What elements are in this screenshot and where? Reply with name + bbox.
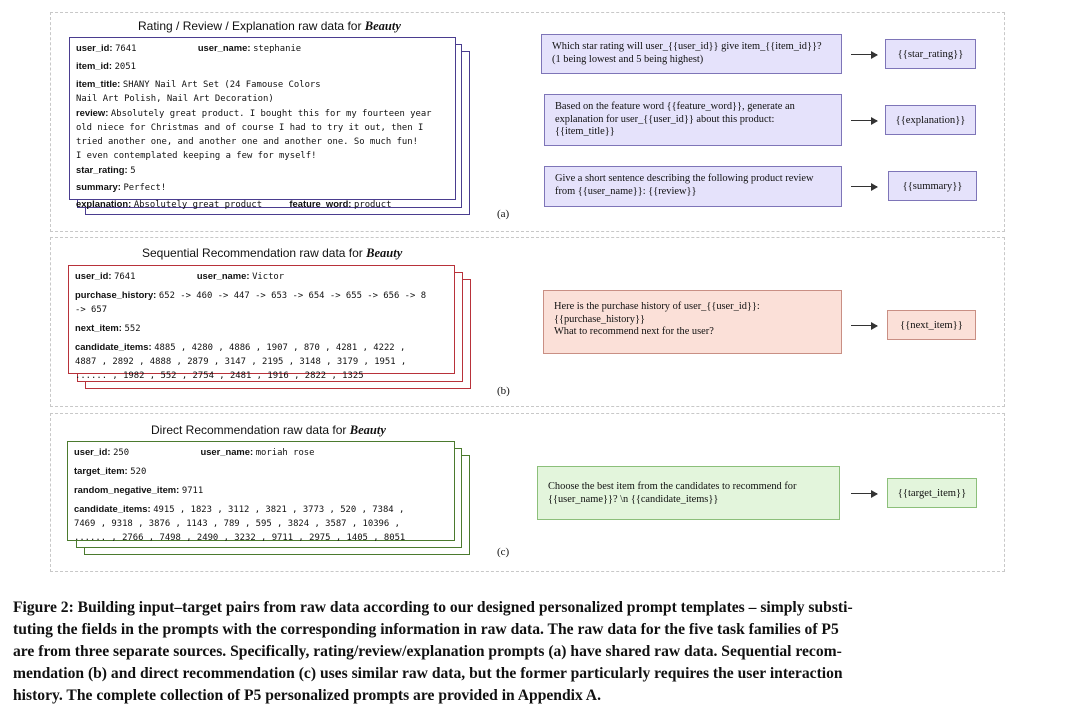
figure-caption: Figure 2: Building input–target pairs fr… — [13, 597, 1068, 707]
panel-a-title: Rating / Review / Explanation raw data f… — [138, 19, 401, 33]
field-item-title: item_title: SHANY Nail Art Set (24 Famou… — [76, 78, 321, 90]
caption-line-1: Figure 2: Building input–target pairs fr… — [13, 599, 853, 616]
field-candidate-line2: 7469 , 9318 , 3876 , 1143 , 789 , 595 , … — [74, 519, 400, 529]
field-purchase-history-cont: -> 657 — [75, 305, 108, 315]
panel-a-title-emph: Beauty — [364, 19, 401, 33]
field-user-name-key: user_name — [197, 42, 248, 53]
target-next-item: {{next_item}} — [887, 310, 976, 340]
field-feature-word-key: feature_word — [289, 198, 349, 209]
arrow-star-rating — [851, 49, 878, 60]
panel-b-label: (b) — [497, 385, 510, 397]
field-explanation: explanation: Absolutely great product fe… — [76, 198, 392, 210]
field-random-negative-item: random_negative_item: 9711 — [74, 484, 204, 496]
target-summary: {{summary}} — [888, 171, 977, 201]
field-user-name-value: Victor — [252, 272, 285, 282]
field-feature-word-value: product — [354, 200, 392, 210]
field-review-line3: tried another one, and another one and a… — [76, 137, 418, 147]
target-star-rating: {{star_rating}} — [885, 39, 976, 69]
field-review: review: Absolutely great product. I boug… — [76, 107, 432, 119]
field-user-id: user_id: 7641 user_name: Victor — [75, 270, 285, 282]
panel-c-label: (c) — [497, 546, 510, 558]
field-item-id: item_id: 2051 — [76, 60, 136, 72]
prompt-summary: Give a short sentence describing the fol… — [544, 166, 842, 207]
panel-c-title-emph: Beauty — [349, 423, 386, 437]
caption-line-3: are from three separate sources. Specifi… — [13, 643, 842, 660]
prompt-direct: Choose the best item from the candidates… — [537, 466, 840, 520]
field-user-name-key: user_name — [196, 270, 247, 281]
field-user-name-value: stephanie — [253, 44, 302, 54]
field-user-id: user_id: 250 user_name: moriah rose — [74, 446, 315, 458]
field-star-rating: star_rating: 5 — [76, 164, 136, 176]
field-purchase-history: purchase_history: 652 -> 460 -> 447 -> 6… — [75, 289, 427, 301]
panel-c-title: Direct Recommendation raw data for Beaut… — [151, 423, 386, 437]
target-explanation: {{explanation}} — [885, 105, 976, 135]
field-user-id: user_id: 7641 user_name: stephanie — [76, 42, 302, 54]
field-review-line4: I even contemplated keeping a few for my… — [76, 151, 317, 161]
field-summary: summary: Perfect! — [76, 181, 167, 193]
field-candidate-items: candidate_items: 4915 , 1823 , 3112 , 38… — [74, 503, 405, 515]
arrow-summary — [851, 181, 878, 192]
arrow-next-item — [851, 320, 878, 331]
panel-a-data-card: user_id: 7641 user_name: stephanie item_… — [69, 37, 456, 210]
caption-line-4: mendation (b) and direct recommendation … — [13, 665, 843, 682]
field-next-item: next_item: 552 — [75, 322, 141, 334]
field-item-title-cont: Nail Art Polish, Nail Art Decoration) — [76, 94, 274, 104]
arrow-explanation — [851, 115, 878, 126]
panel-b — [50, 237, 1005, 407]
target-target-item: {{target_item}} — [887, 478, 977, 508]
field-candidate-items: candidate_items: 4885 , 4280 , 4886 , 19… — [75, 341, 406, 353]
panel-b-title: Sequential Recommendation raw data for B… — [142, 246, 403, 260]
prompt-sequential: Here is the purchase history of user_{{u… — [543, 290, 842, 354]
prompt-explanation: Based on the feature word {{feature_word… — [544, 94, 842, 146]
caption-line-2: tuting the fields in the prompts with th… — [13, 621, 839, 638]
panel-c-data-card: user_id: 250 user_name: moriah rose targ… — [67, 441, 455, 543]
caption-line-5: history. The complete collection of P5 p… — [13, 687, 601, 704]
field-candidate-line2: 4887 , 2892 , 4888 , 2879 , 3147 , 2195 … — [75, 357, 407, 367]
field-target-item: target_item: 520 — [74, 465, 147, 477]
field-candidate-line3: ...... , 1982 , 552 , 2754 , 2481 , 1916… — [75, 371, 364, 381]
panel-b-title-emph: Beauty — [366, 246, 403, 260]
field-user-name-value: moriah rose — [255, 448, 315, 458]
panel-c — [50, 413, 1005, 572]
field-user-name-key: user_name — [200, 446, 250, 457]
field-candidate-line3: ...... , 2766 , 7498 , 2490 , 3232 , 971… — [74, 533, 406, 543]
arrow-target-item — [851, 488, 878, 499]
prompt-star-rating: Which star rating will user_{{user_id}} … — [541, 34, 842, 74]
field-review-line2: old niece for Christmas and of course I … — [76, 123, 424, 133]
panel-b-data-card: user_id: 7641 user_name: Victor purchase… — [68, 265, 455, 381]
panel-a — [50, 12, 1005, 232]
panel-a-label: (a) — [497, 208, 510, 220]
